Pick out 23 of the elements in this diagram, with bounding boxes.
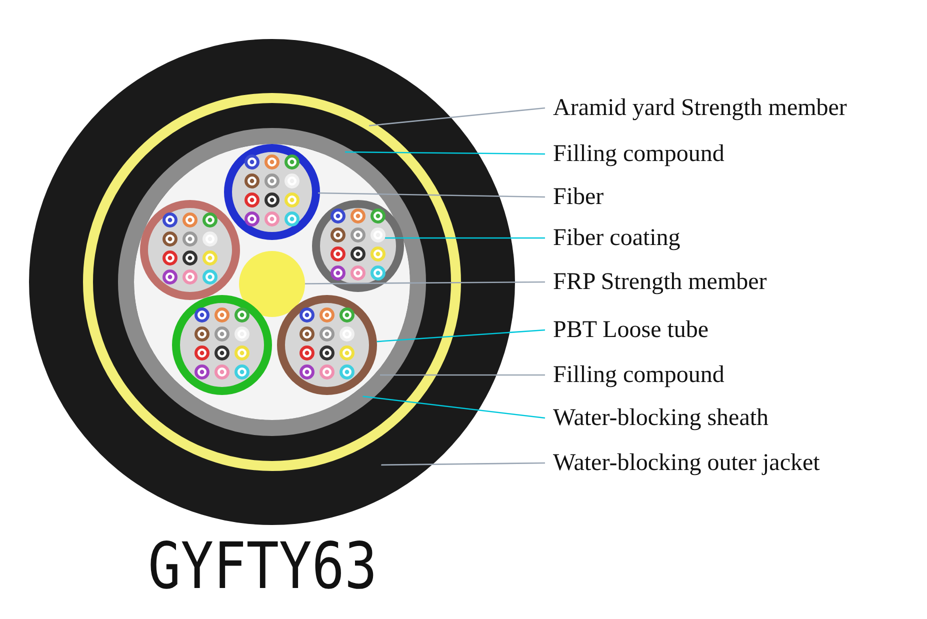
yarn-ring: [83, 93, 461, 471]
leader-line: [362, 396, 546, 419]
leader-line: [381, 462, 545, 466]
part-label: Fiber coating: [553, 224, 680, 252]
part-label: Water-blocking sheath: [553, 404, 769, 432]
part-label: Fiber: [553, 183, 604, 211]
leader-line: [368, 107, 546, 126]
part-label: Water-blocking outer jacket: [553, 449, 820, 477]
part-label: FRP Strength member: [553, 268, 767, 296]
leader-line: [385, 237, 545, 239]
strength-member: [239, 251, 305, 317]
leader-line: [318, 192, 546, 198]
outer-jacket: [29, 39, 515, 525]
leader-line: [345, 151, 545, 155]
leader-line: [376, 329, 546, 342]
part-label: PBT Loose tube: [553, 316, 709, 344]
sheath-ring: [118, 128, 426, 436]
part-label: Filling compound: [553, 361, 724, 389]
leader-line: [380, 374, 545, 376]
leader-line: [305, 281, 545, 284]
part-label: Filling compound: [553, 140, 724, 168]
model-title: GYFTY63: [148, 530, 378, 604]
part-label: Aramid yard Strength member: [553, 94, 847, 122]
